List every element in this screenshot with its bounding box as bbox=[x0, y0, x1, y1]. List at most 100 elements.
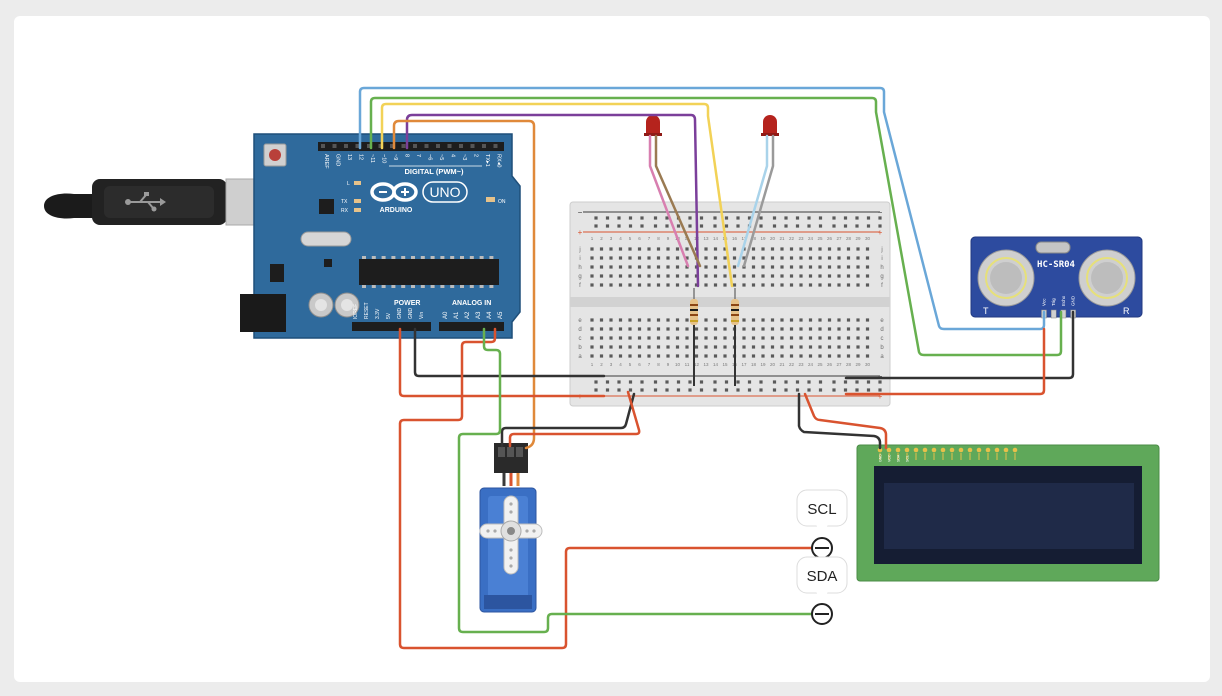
breadboard-hole[interactable] bbox=[856, 247, 860, 251]
breadboard-hole[interactable] bbox=[808, 265, 813, 269]
breadboard-hole[interactable] bbox=[780, 318, 784, 322]
breadboard-rail-hole[interactable] bbox=[843, 380, 848, 384]
breadboard-rail-hole[interactable] bbox=[688, 388, 692, 392]
breadboard-hole[interactable] bbox=[637, 247, 642, 251]
breadboard-rail-hole[interactable] bbox=[772, 224, 777, 228]
breadboard-hole[interactable] bbox=[647, 256, 651, 260]
breadboard-hole[interactable] bbox=[609, 265, 613, 269]
breadboard-hole[interactable] bbox=[789, 354, 794, 358]
breadboard-hole[interactable] bbox=[628, 247, 632, 251]
breadboard-rail-hole[interactable] bbox=[713, 216, 717, 220]
breadboard-hole[interactable] bbox=[780, 256, 784, 260]
breadboard-hole[interactable] bbox=[609, 318, 613, 322]
breadboard-hole[interactable] bbox=[770, 354, 775, 358]
breadboard-rail-hole[interactable] bbox=[807, 380, 811, 384]
breadboard-hole[interactable] bbox=[808, 345, 813, 349]
lcd-pin[interactable] bbox=[913, 447, 919, 453]
breadboard-hole[interactable] bbox=[799, 345, 803, 349]
breadboard-hole[interactable] bbox=[751, 274, 756, 278]
breadboard-hole[interactable] bbox=[656, 274, 661, 278]
breadboard-hole[interactable] bbox=[865, 256, 870, 260]
breadboard-rail-hole[interactable] bbox=[784, 216, 788, 220]
breadboard-hole[interactable] bbox=[865, 283, 870, 287]
breadboard-hole[interactable] bbox=[666, 283, 670, 287]
breadboard-hole[interactable] bbox=[837, 354, 841, 358]
breadboard-hole[interactable] bbox=[609, 345, 613, 349]
breadboard-hole[interactable] bbox=[666, 318, 670, 322]
breadboard-hole[interactable] bbox=[618, 283, 623, 287]
breadboard-hole[interactable] bbox=[789, 256, 794, 260]
breadboard-rail-hole[interactable] bbox=[807, 224, 811, 228]
breadboard-hole[interactable] bbox=[628, 265, 632, 269]
breadboard-rail-hole[interactable] bbox=[688, 216, 692, 220]
breadboard-hole[interactable] bbox=[628, 354, 632, 358]
breadboard-hole[interactable] bbox=[751, 247, 756, 251]
breadboard-rail-hole[interactable] bbox=[843, 388, 848, 392]
breadboard-rail-hole[interactable] bbox=[855, 216, 859, 220]
digital-pin-socket[interactable] bbox=[459, 144, 463, 148]
breadboard-hole[interactable] bbox=[770, 345, 775, 349]
breadboard-hole[interactable] bbox=[818, 274, 822, 278]
breadboard-hole[interactable] bbox=[808, 354, 813, 358]
breadboard-hole[interactable] bbox=[742, 327, 746, 331]
breadboard-hole[interactable] bbox=[846, 265, 851, 269]
breadboard-rail-hole[interactable] bbox=[855, 224, 859, 228]
breadboard-hole[interactable] bbox=[846, 256, 851, 260]
breadboard-hole[interactable] bbox=[770, 256, 775, 260]
breadboard-rail-hole[interactable] bbox=[653, 388, 658, 392]
breadboard-hole[interactable] bbox=[599, 318, 604, 322]
breadboard-hole[interactable] bbox=[656, 265, 661, 269]
breadboard-hole[interactable] bbox=[618, 354, 623, 358]
breadboard-hole[interactable] bbox=[590, 256, 594, 260]
breadboard-rail-hole[interactable] bbox=[747, 216, 752, 220]
analog-pin-header[interactable] bbox=[439, 322, 504, 331]
breadboard-hole[interactable] bbox=[647, 354, 651, 358]
wire-orange[interactable] bbox=[392, 119, 536, 450]
breadboard-hole[interactable] bbox=[713, 336, 718, 340]
breadboard-hole[interactable] bbox=[675, 336, 680, 340]
breadboard-hole[interactable] bbox=[837, 247, 841, 251]
breadboard-hole[interactable] bbox=[865, 247, 870, 251]
led-left[interactable] bbox=[644, 115, 662, 136]
breadboard-hole[interactable] bbox=[742, 354, 746, 358]
breadboard-hole[interactable] bbox=[713, 265, 718, 269]
breadboard-hole[interactable] bbox=[751, 345, 756, 349]
breadboard-hole[interactable] bbox=[789, 345, 794, 349]
breadboard-rail-hole[interactable] bbox=[818, 224, 823, 228]
breadboard-hole[interactable] bbox=[675, 265, 680, 269]
breadboard-rail-hole[interactable] bbox=[772, 380, 777, 384]
breadboard-hole[interactable] bbox=[628, 327, 632, 331]
digital-pin-socket[interactable] bbox=[447, 144, 452, 148]
lcd-pin[interactable] bbox=[985, 447, 991, 453]
breadboard-rail-hole[interactable] bbox=[617, 380, 621, 384]
breadboard-hole[interactable] bbox=[846, 318, 851, 322]
breadboard-rail-hole[interactable] bbox=[818, 380, 823, 384]
breadboard-hole[interactable] bbox=[590, 345, 594, 349]
breadboard-hole[interactable] bbox=[685, 327, 689, 331]
breadboard-rail-hole[interactable] bbox=[866, 388, 871, 392]
breadboard-hole[interactable] bbox=[723, 354, 727, 358]
breadboard-hole[interactable] bbox=[704, 336, 708, 340]
breadboard-hole[interactable] bbox=[713, 256, 718, 260]
breadboard-hole[interactable] bbox=[647, 265, 651, 269]
breadboard-rail-hole[interactable] bbox=[784, 388, 788, 392]
breadboard-hole[interactable] bbox=[742, 283, 746, 287]
breadboard-hole[interactable] bbox=[818, 256, 822, 260]
breadboard-hole[interactable] bbox=[666, 354, 670, 358]
breadboard-rail-hole[interactable] bbox=[605, 216, 610, 220]
breadboard-hole[interactable] bbox=[647, 345, 651, 349]
breadboard-hole[interactable] bbox=[742, 256, 746, 260]
breadboard-hole[interactable] bbox=[609, 274, 613, 278]
breadboard-hole[interactable] bbox=[818, 247, 822, 251]
breadboard-hole[interactable] bbox=[713, 327, 718, 331]
breadboard-rail-hole[interactable] bbox=[617, 388, 621, 392]
breadboard-hole[interactable] bbox=[590, 336, 594, 340]
breadboard-hole[interactable] bbox=[599, 354, 604, 358]
breadboard-rail-hole[interactable] bbox=[653, 224, 658, 228]
breadboard-hole[interactable] bbox=[685, 265, 689, 269]
breadboard-hole[interactable] bbox=[789, 274, 794, 278]
breadboard-rail-hole[interactable] bbox=[795, 216, 800, 220]
lcd-pin[interactable] bbox=[886, 447, 892, 453]
breadboard-rail-hole[interactable] bbox=[866, 216, 871, 220]
